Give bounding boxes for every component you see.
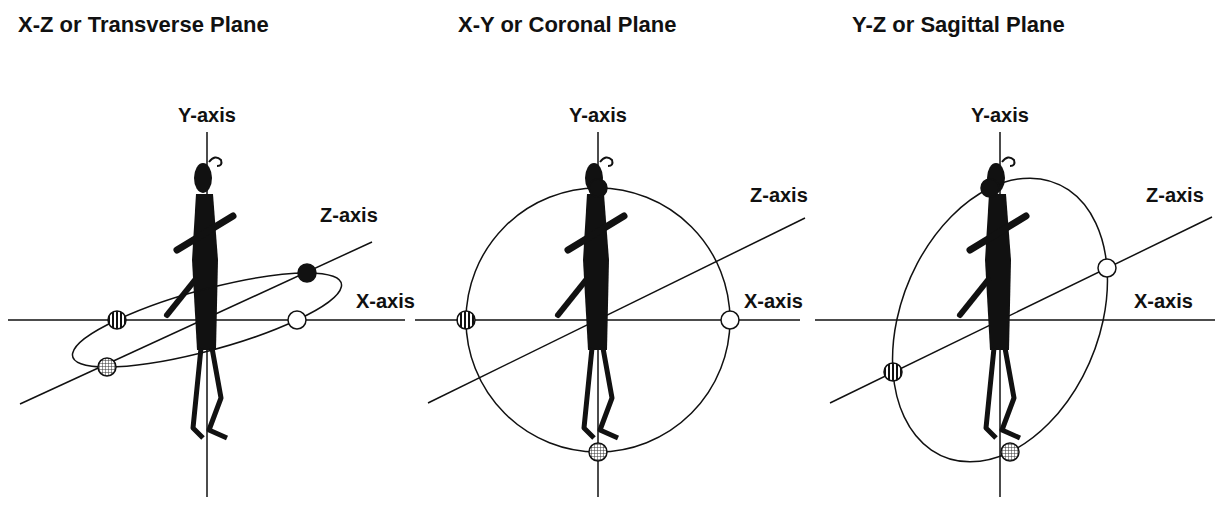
axis-label: Z-axis (1144, 184, 1206, 207)
axis-label: X-axis (354, 290, 417, 313)
panel-title: X-Y or Coronal Plane (458, 12, 676, 37)
panel-title: Y-Z or Sagittal Plane (852, 12, 1065, 37)
axis-label: X-axis (1132, 290, 1195, 313)
panel-title: X-Z or Transverse Plane (18, 12, 269, 37)
axis-label: Z-axis (748, 184, 810, 207)
axis-label: X-axis (742, 290, 805, 313)
sagittal-panel (815, 132, 1215, 504)
coronal-panel (415, 132, 805, 497)
transverse-panel (8, 132, 405, 497)
axis-label: Y-axis (176, 104, 238, 127)
axis-label: Z-axis (318, 204, 380, 227)
axis-label: Y-axis (567, 104, 629, 127)
axis-label: Y-axis (969, 104, 1031, 127)
